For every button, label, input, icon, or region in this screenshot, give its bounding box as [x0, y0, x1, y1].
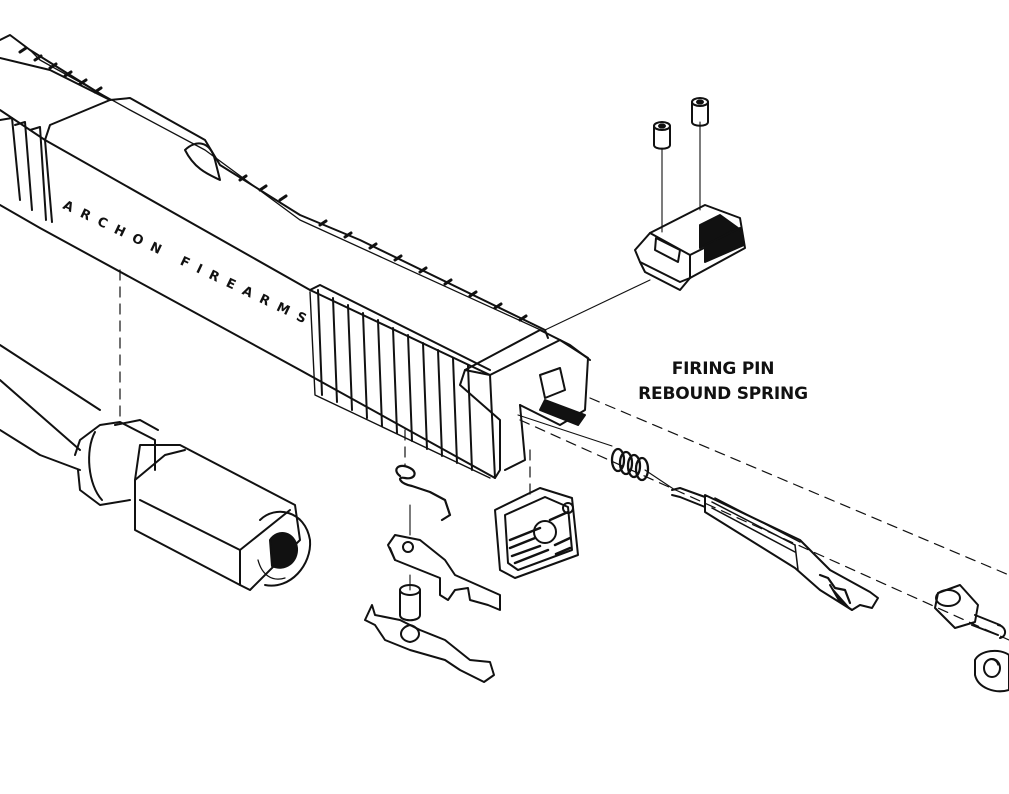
slide: ARCHON FIREARMS	[0, 34, 591, 479]
extractor	[387, 534, 501, 611]
assembly-lines	[119, 269, 1009, 641]
safety-plunger	[364, 584, 495, 683]
slide-cover-plate	[494, 487, 579, 579]
sight-screw-right	[691, 97, 709, 127]
sight-screw-left	[653, 121, 671, 150]
rear-component	[974, 649, 1009, 693]
rear-sight	[634, 204, 746, 291]
slide-engraving: ARCHON FIREARMS	[60, 198, 316, 331]
rebound-spring-callout: FIRING PIN REBOUND SPRING	[608, 357, 838, 407]
firing-pin	[671, 487, 879, 611]
extractor-spring	[395, 464, 452, 522]
spacer-sleeve	[934, 584, 1006, 639]
leader-lines	[409, 121, 701, 591]
callout-line-2: REBOUND SPRING	[638, 384, 808, 404]
rebound-spring	[610, 447, 650, 482]
barrel	[0, 344, 312, 591]
callout-line-1: FIRING PIN	[671, 359, 775, 379]
